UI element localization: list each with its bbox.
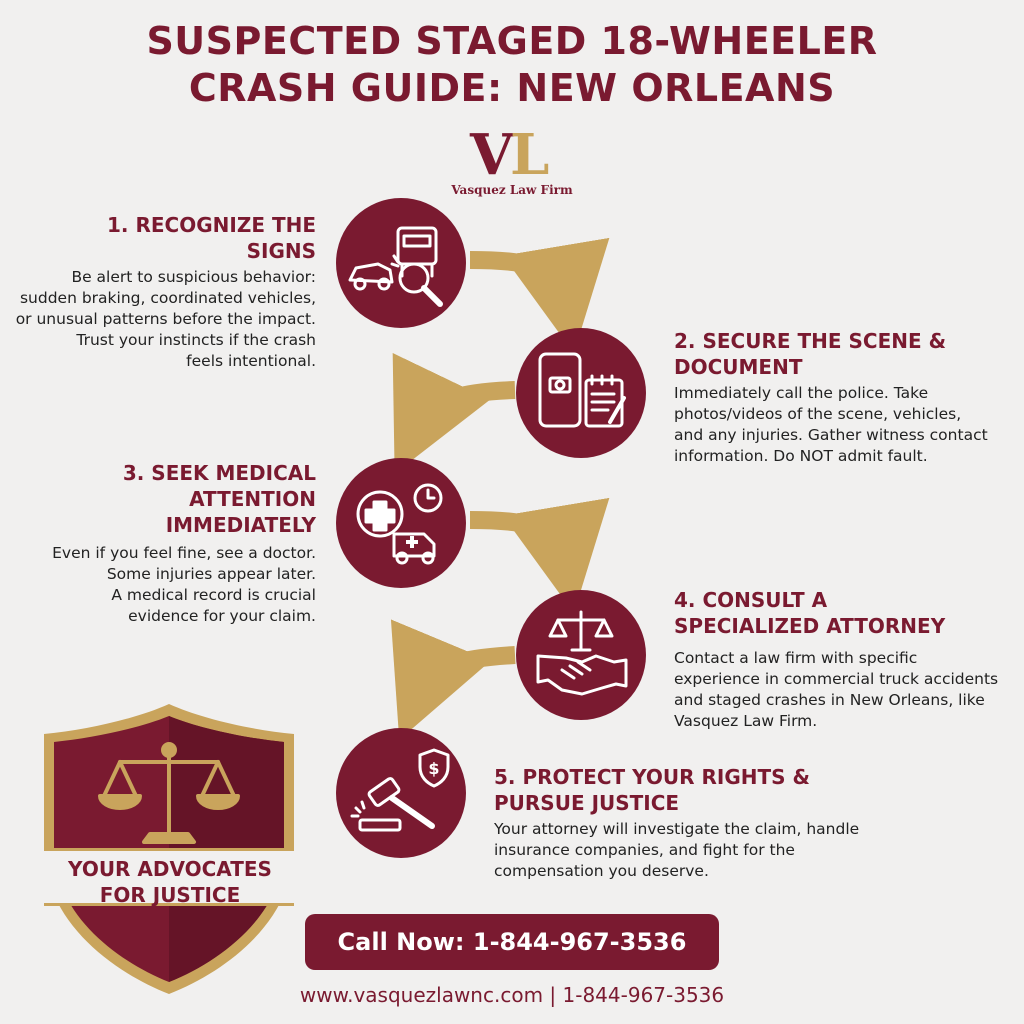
svg-text:$: $ [428,759,439,778]
step-2-title: 2. SECURE THE SCENE & DOCUMENT [674,329,947,379]
title-line-1: SUSPECTED STAGED 18-WHEELER [146,19,878,63]
scales-of-justice-icon [98,742,240,844]
footer-contact[interactable]: www.vasquezlawnc.com | 1-844-967-3536 [299,983,725,1007]
svg-text:L: L [510,122,549,182]
step-5-title: 5. PROTECT YOUR RIGHTS & PURSUE JUSTICE [494,765,810,815]
arrow-2-to-3 [392,352,516,474]
medical-ambulance-icon [356,483,443,565]
crash-magnifier-icon [348,226,443,307]
gavel-shield-icon: $ [350,748,450,832]
page-title: SUSPECTED STAGED 18-WHEELER CRASH GUIDE:… [0,18,1024,112]
step-5-circle: $ [336,728,466,858]
step-1-body: Be alert to suspicious behavior: sudden … [15,268,316,370]
logo-firm-name: Vasquez Law Firm [451,183,573,197]
shield-tagline: YOUR ADVOCATES FOR JUSTICE [68,857,272,907]
step-2-circle [516,328,646,458]
step-5-body: Your attorney will investigate the claim… [494,820,860,880]
justice-shield-badge [44,704,294,994]
step-1-circle [336,198,466,328]
title-line-2: CRASH GUIDE: NEW ORLEANS [188,66,836,110]
step-4-body: Contact a law firm with specific experie… [674,649,999,730]
call-now-button[interactable]: Call Now: 1-844-967-3536 [305,914,719,970]
step-4-title: 4. CONSULT A SPECIALIZED ATTORNEY [674,588,946,638]
step-2-body: Immediately call the police. Take photos… [674,384,988,465]
step-3-body: Even if you feel fine, see a doctor. Som… [52,544,316,625]
vl-logo-icon: V L [469,122,549,182]
svg-text:V: V [469,122,515,182]
arrow-1-to-2 [469,237,610,354]
arrow-4-to-5 [390,619,516,740]
scales-handshake-icon [536,610,628,696]
step-1-title: 1. RECOGNIZE THE SIGNS [107,213,316,263]
step-4-circle [516,590,646,720]
phone-camera-notepad-icon [538,352,626,428]
step-3-circle [336,458,466,588]
arrow-3-to-4 [469,497,610,614]
step-3-title: 3. SEEK MEDICAL ATTENTION IMMEDIATELY [122,461,316,537]
